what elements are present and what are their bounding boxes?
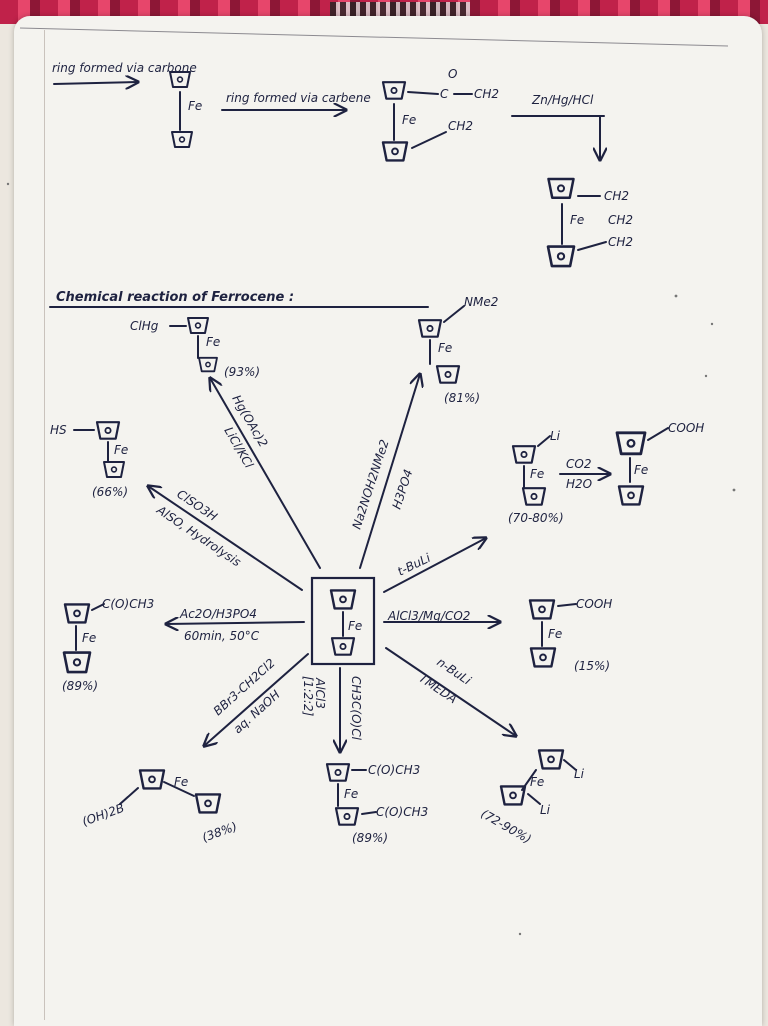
svg-text:(OH)2B: (OH)2B	[80, 801, 126, 829]
svg-text:Fe: Fe	[530, 775, 544, 789]
thiol-arrow	[148, 486, 303, 591]
diacetyl-product: C(O)CH3 Fe C(O)CH3 (89%)	[325, 763, 428, 845]
notebook-page	[14, 16, 762, 1026]
svg-text:Fe: Fe	[82, 631, 96, 645]
svg-text:HS: HS	[50, 423, 67, 437]
page-top-rule	[19, 27, 729, 47]
svg-text:(72-90%): (72-90%)	[479, 806, 534, 846]
diacetyl-reagent-3: [1:2:2]	[301, 676, 315, 717]
acetyl-arrow	[166, 622, 305, 624]
svg-text:CH2: CH2	[604, 189, 629, 203]
svg-text:C: C	[440, 87, 449, 101]
pencil-dot	[6, 182, 10, 186]
acid-product: COOH Fe	[615, 421, 704, 506]
dilithium-product: Li Fe Li (72-90%)	[479, 749, 585, 846]
svg-text:CH2: CH2	[448, 119, 473, 133]
svg-text:(66%): (66%)	[92, 485, 128, 499]
reduction-reagent: Zn/Hg/HCl	[531, 93, 594, 107]
hg-arrow	[210, 378, 321, 569]
amine-reagent-2: H3PO4	[390, 468, 416, 511]
svg-text:Li: Li	[540, 803, 551, 817]
side-label: ring formed via carbone	[52, 61, 197, 75]
tbuli-arrow	[383, 538, 486, 593]
svg-text:Fe: Fe	[174, 775, 188, 789]
boron-product: (OH)2B Fe (38%)	[80, 769, 239, 845]
diacetyl-reagent-1: CH3C(O)Cl	[349, 676, 363, 741]
svg-text:C(O)CH3: C(O)CH3	[368, 763, 420, 777]
side-arrow	[53, 82, 138, 84]
svg-text:CH2: CH2	[608, 235, 633, 249]
thiol-product: HS Fe (66%)	[50, 421, 128, 499]
amine-product: NMe2 Fe (81%)	[417, 295, 498, 405]
hg-product: ClHg Fe (93%)	[130, 317, 260, 379]
svg-text:(81%): (81%)	[444, 391, 480, 405]
co2-reagent: CO2	[566, 457, 591, 471]
pencil-dot	[704, 374, 708, 378]
section-title: Chemical reaction of Ferrocene :	[56, 290, 294, 305]
acetyl-reagent-2: 60min, 50°C	[184, 629, 260, 643]
svg-text:Fe: Fe	[548, 627, 562, 641]
bridged-ketone: O C CH2 CH2 Fe	[381, 67, 499, 162]
svg-text:Li: Li	[574, 767, 585, 781]
svg-text:ClHg: ClHg	[130, 319, 159, 333]
svg-text:(89%): (89%)	[352, 831, 388, 845]
svg-text:NMe2: NMe2	[464, 295, 498, 309]
bridged-ferrocene-product: CH2 Fe CH2 CH2	[546, 177, 633, 268]
center-ferrocene: Fe	[310, 576, 376, 666]
svg-text:(15%): (15%)	[574, 659, 610, 673]
svg-text:O: O	[448, 67, 457, 81]
svg-text:Fe: Fe	[634, 463, 648, 477]
pencil-dot	[732, 488, 736, 492]
ferrocene-top: Fe	[169, 71, 202, 148]
svg-text:Fe: Fe	[570, 213, 584, 227]
svg-text:Fe: Fe	[344, 787, 358, 801]
svg-text:COOH: COOH	[576, 597, 612, 611]
carboxyl-product: COOH Fe (15%)	[528, 597, 612, 673]
pencil-dot	[710, 322, 714, 326]
svg-text:C(O)CH3: C(O)CH3	[376, 805, 428, 819]
margin-line	[44, 30, 45, 1020]
svg-text:Fe: Fe	[114, 443, 128, 457]
ring-formed-label: ring formed via carbene	[226, 91, 371, 105]
dilithium-arrow	[385, 647, 516, 736]
h2o-reagent: H2O	[566, 477, 592, 491]
svg-text:COOH: COOH	[668, 421, 704, 435]
acetyl-product: C(O)CH3 Fe (89%)	[62, 597, 154, 693]
svg-text:Fe: Fe	[188, 99, 202, 113]
svg-text:Li: Li	[550, 429, 561, 443]
pencil-dot	[518, 932, 522, 936]
acetyl-reagent-1: Ac2O/H3PO4	[179, 607, 257, 621]
boron-arrow	[204, 653, 309, 746]
amine-arrow	[359, 374, 420, 569]
svg-text:Fe: Fe	[438, 341, 452, 355]
svg-text:CH2: CH2	[474, 87, 499, 101]
diacetyl-reagent-2: AlCl3	[313, 677, 327, 709]
lithio-product: Li Fe (70-80%)	[508, 429, 564, 525]
svg-text:CH2: CH2	[608, 213, 633, 227]
svg-text:(38%): (38%)	[200, 819, 239, 844]
svg-text:(89%): (89%)	[62, 679, 98, 693]
svg-text:Fe: Fe	[530, 467, 544, 481]
pencil-dot	[674, 294, 678, 298]
svg-text:Fe: Fe	[402, 113, 416, 127]
svg-text:C(O)CH3: C(O)CH3	[102, 597, 154, 611]
tbuli-reagent: t-BuLi	[395, 551, 433, 579]
svg-text:Fe: Fe	[206, 335, 220, 349]
carboxyl-reagent: AlCl3/Mg/CO2	[387, 609, 470, 623]
svg-text:(93%): (93%)	[224, 365, 260, 379]
svg-text:(70-80%): (70-80%)	[508, 511, 564, 525]
svg-text:Fe: Fe	[348, 619, 362, 633]
